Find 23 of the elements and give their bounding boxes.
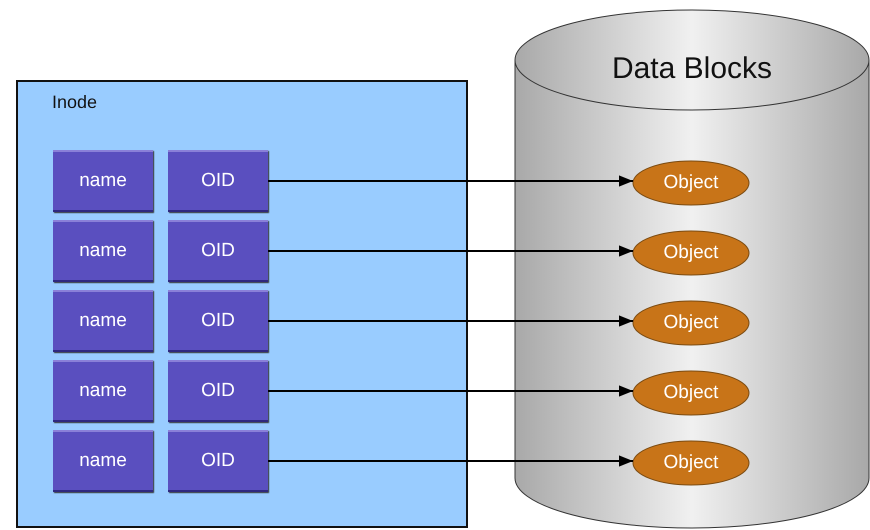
- arrow: [268, 315, 633, 327]
- object-ellipse: Object: [632, 370, 750, 416]
- arrow: [268, 175, 633, 187]
- object-ellipse: Object: [632, 230, 750, 276]
- inode-panel: [16, 80, 468, 528]
- panel-title: Inode: [52, 92, 98, 113]
- field-cell: name: [53, 360, 153, 422]
- field-cell: name: [53, 150, 153, 212]
- arrow: [268, 385, 633, 397]
- field-cell: name: [53, 430, 153, 492]
- arrow: [268, 455, 633, 467]
- field-cell: name: [53, 290, 153, 352]
- object-ellipse: Object: [632, 440, 750, 486]
- object-ellipse: Object: [632, 300, 750, 346]
- field-cell: OID: [168, 290, 268, 352]
- object-ellipse: Object: [632, 160, 750, 206]
- field-cell: OID: [168, 150, 268, 212]
- field-cell: OID: [168, 430, 268, 492]
- arrow: [268, 245, 633, 257]
- field-cell: OID: [168, 220, 268, 282]
- field-cell: name: [53, 220, 153, 282]
- field-cell: OID: [168, 360, 268, 422]
- cylinder-title: Data Blocks: [610, 52, 774, 86]
